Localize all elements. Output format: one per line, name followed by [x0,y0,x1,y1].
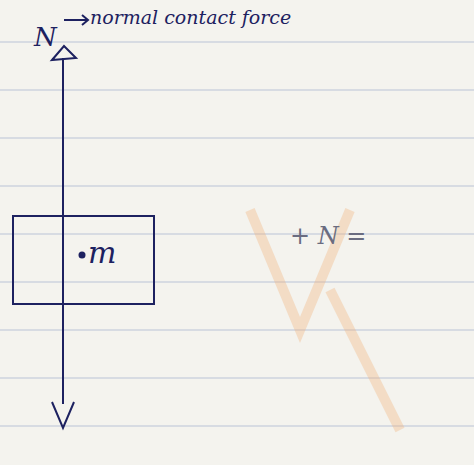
watermark [250,210,400,430]
mass-label: m [88,235,116,270]
mass-block: m [12,215,155,305]
force-arrows [52,15,88,428]
ruled-lines [0,42,474,426]
equation-fragment: + N = [290,222,366,250]
force-note: normal contact force [90,6,291,28]
force-symbol: N [34,22,57,52]
mass-point [79,252,86,259]
